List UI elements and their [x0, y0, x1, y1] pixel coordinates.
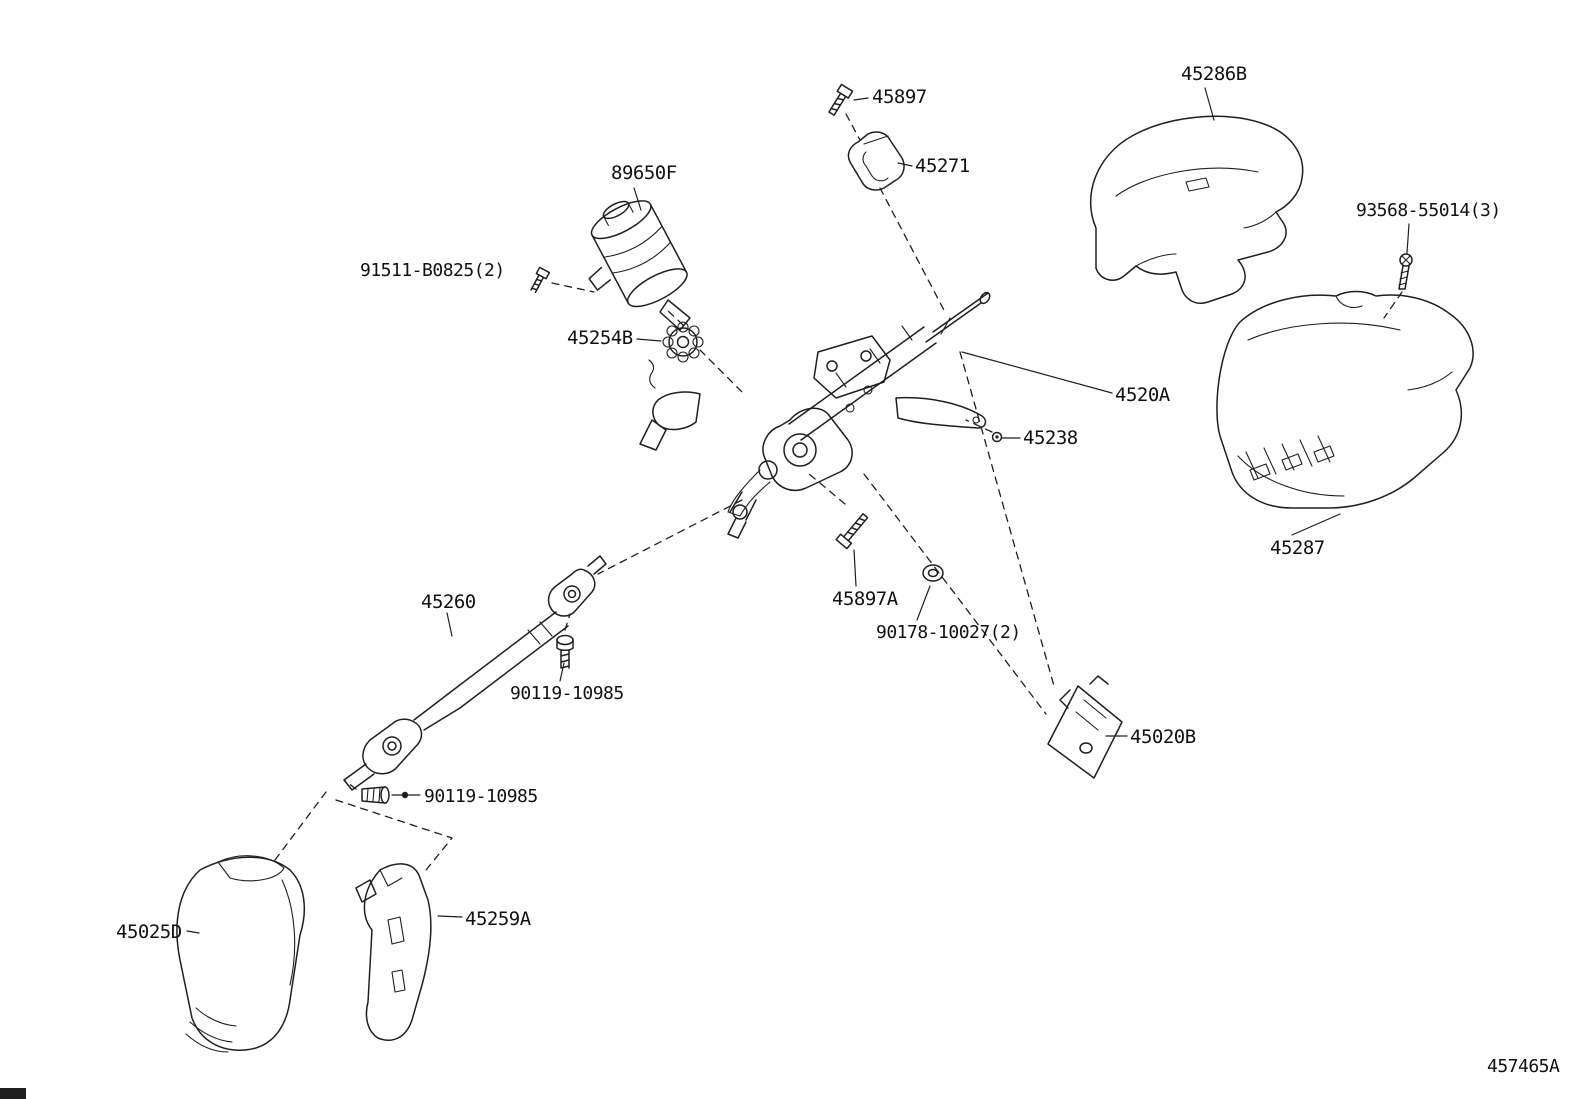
part-label-45897A: 45897A [832, 588, 898, 610]
part-clamp-45271 [847, 131, 905, 191]
assembly-dashed-lines [271, 113, 1403, 871]
part-label-45287: 45287 [1270, 537, 1325, 559]
part-bolt-90119-upper [556, 634, 574, 669]
part-label-45259A: 45259A [465, 908, 531, 930]
part-bolt-90119-lower [361, 786, 390, 804]
part-lower-cover-45287 [1216, 290, 1474, 509]
part-label-4520A: 4520A [1115, 384, 1170, 406]
part-cover-45259A [355, 863, 432, 1041]
part-upper-cover-45286B [1089, 115, 1304, 304]
part-intermediate-shaft-45260 [343, 555, 607, 791]
part-column-assembly-4520A [639, 291, 991, 539]
part-label-90119-10985-lower: 90119-10985 [424, 786, 538, 807]
part-label-45286B: 45286B [1181, 63, 1247, 85]
part-label-89650F: 89650F [611, 162, 677, 184]
part-label-45025D: 45025D [116, 921, 182, 943]
part-boot-45025D [176, 855, 306, 1053]
part-label-45020B: 45020B [1130, 726, 1196, 748]
part-screw-93568 [1398, 253, 1413, 290]
part-coupling-45254B [662, 321, 704, 363]
drawing-number: 457465A [1487, 1056, 1560, 1077]
part-label-45271: 45271 [915, 155, 970, 177]
part-bolt-45897 [828, 83, 854, 116]
part-label-91511-B0825: 91511-B0825(2) [360, 260, 505, 281]
part-label-45897: 45897 [872, 86, 927, 108]
part-yoke-45020B [1047, 675, 1123, 779]
part-label-93568-55014: 93568-55014(3) [1356, 200, 1501, 221]
part-motor-89650F [588, 200, 691, 331]
part-bolt-45238 [991, 431, 1003, 443]
cropped-corner-mark [0, 1088, 26, 1099]
part-label-45260: 45260 [421, 591, 476, 613]
label-leader-lines [186, 87, 1410, 934]
part-label-90119-10985-upper: 90119-10985 [510, 683, 624, 704]
part-nut-90178 [922, 564, 944, 582]
part-bolt-45897A [835, 513, 869, 550]
part-bolt-91511 [530, 266, 551, 294]
part-label-45254B: 45254B [567, 327, 633, 349]
part-label-90178-10027: 90178-10027(2) [876, 622, 1021, 643]
part-label-45238: 45238 [1023, 427, 1078, 449]
